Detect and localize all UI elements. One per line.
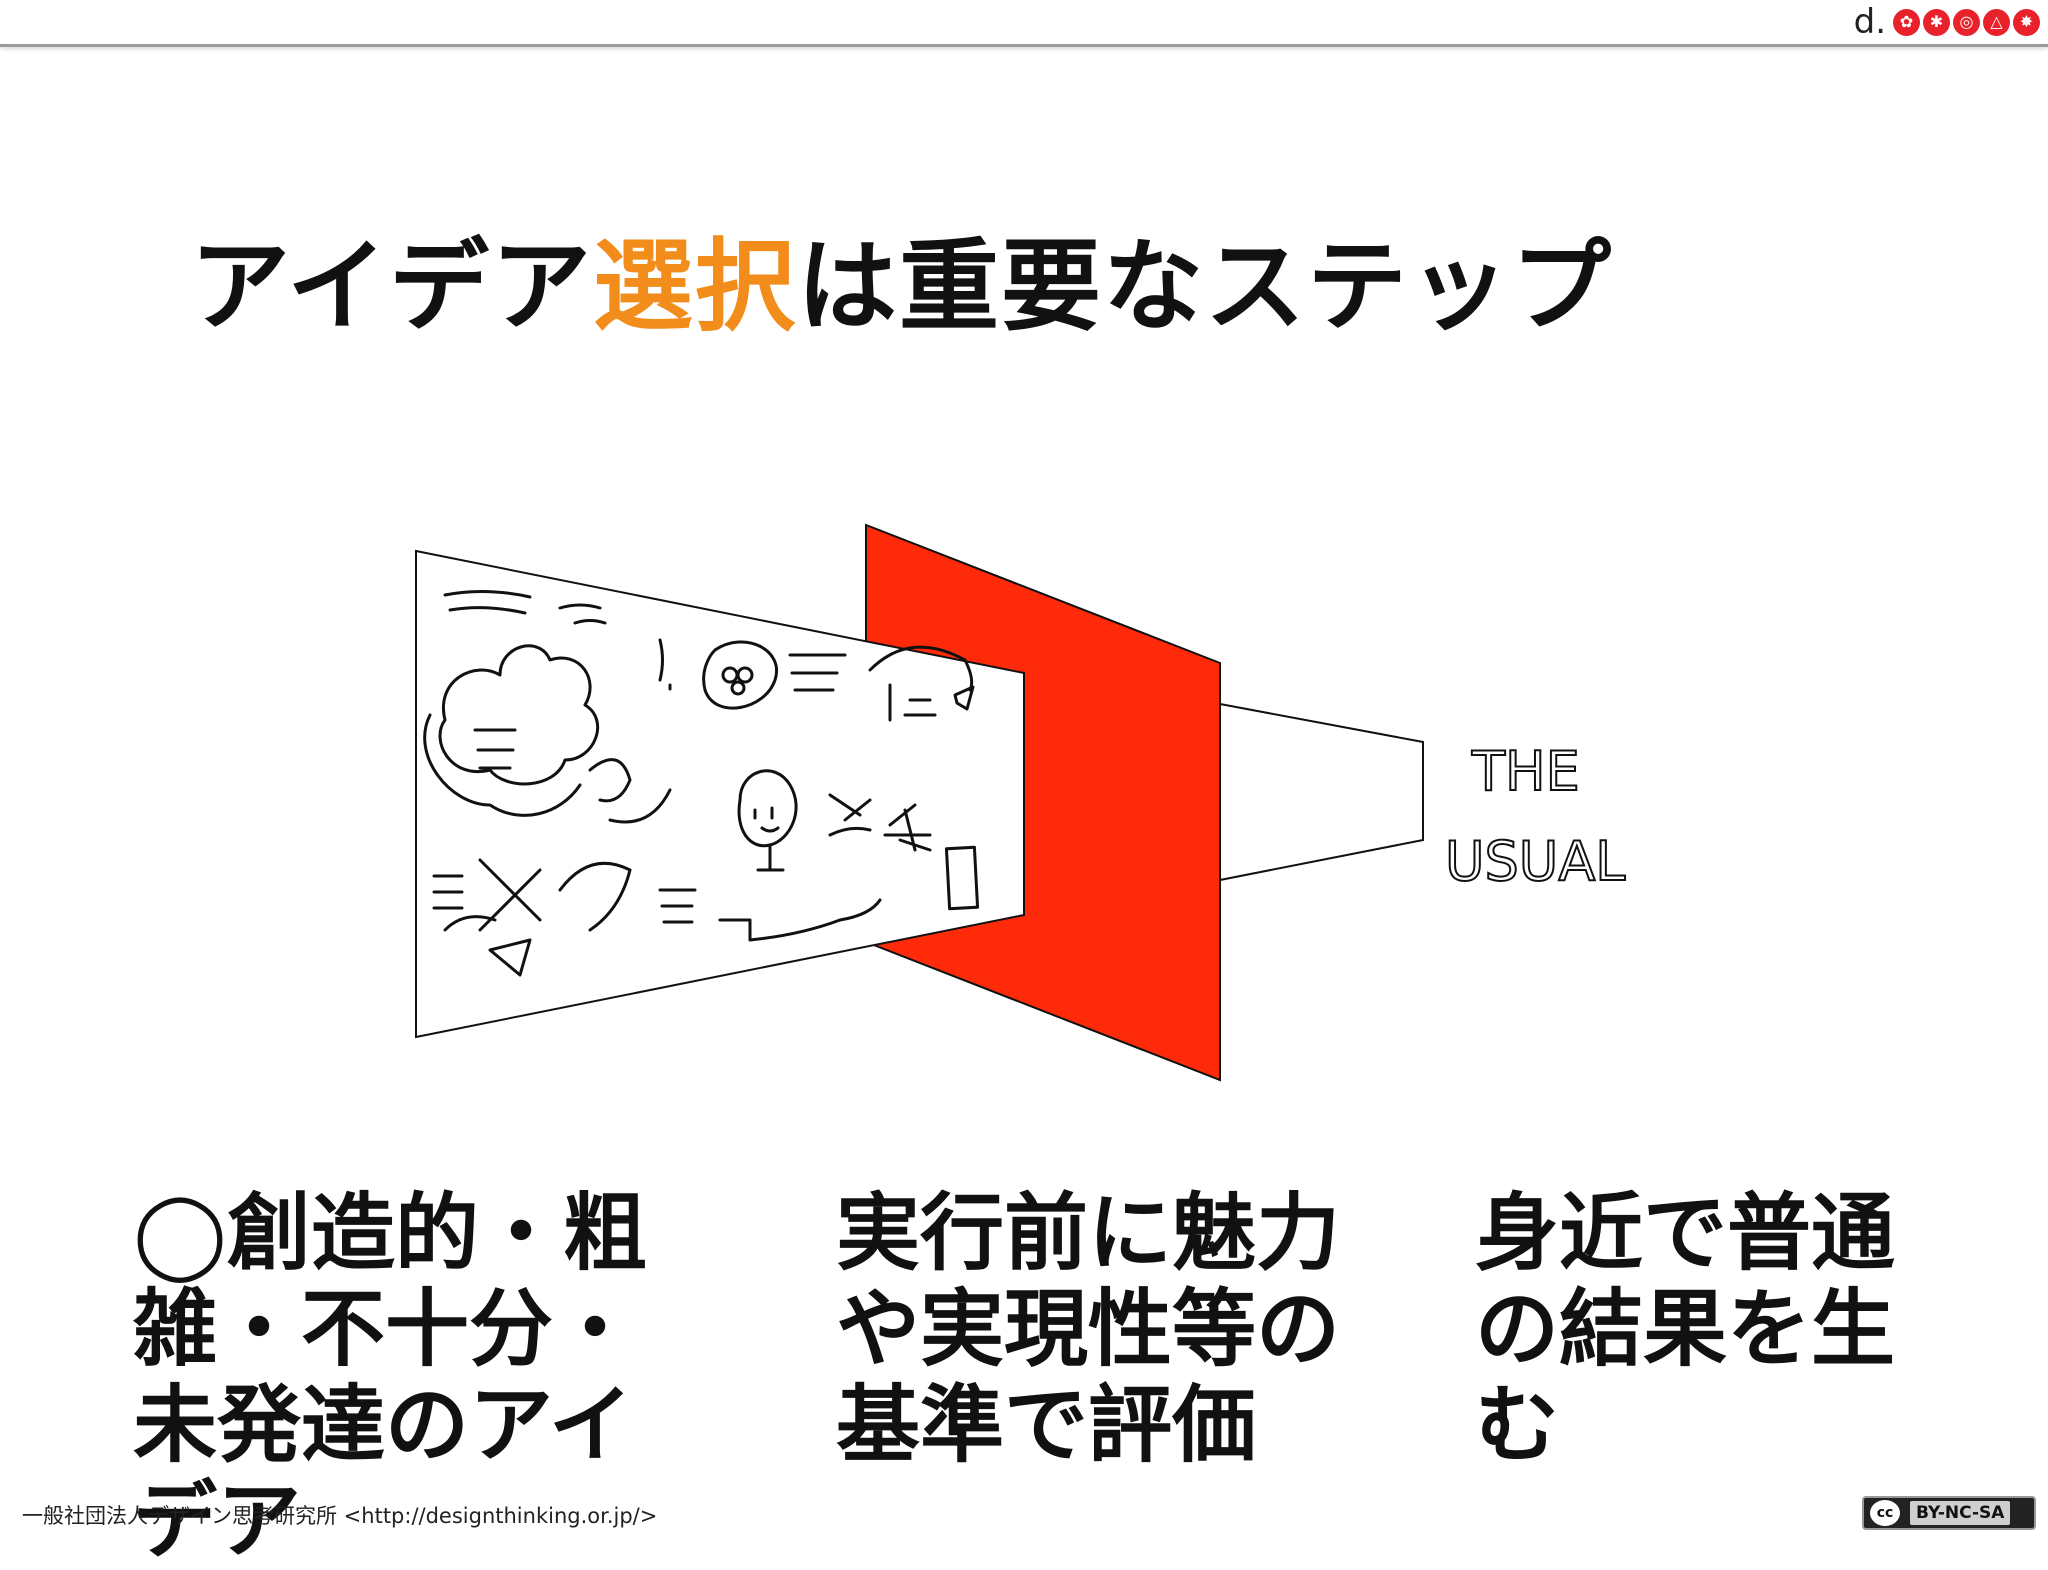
license-badge: cc BY-NC-SA [1862,1496,2036,1530]
target-icon: ◎ [1953,8,1980,36]
brand-letter: d. [1853,2,1886,42]
gear-icon: ✱ [1923,8,1950,36]
idea-selection-illustration: THE USUAL [415,523,1626,1082]
idea-sheet [415,549,1025,1039]
column-raw-ideas: ◯創造的・粗雑・不十分・未発達のアイデア [133,1184,648,1570]
title-part1: アイデア [190,228,593,345]
footer-credit: 一般社団法人デザイン思考研究所 <http://designthinking.o… [22,1504,658,1528]
output-screen [1219,702,1424,882]
idea-scribbles [423,589,980,977]
slide-title: アイデア選択は重要なステップ [190,205,1613,350]
column-usual-results: 身近で普通の結果を生む [1475,1184,1896,1474]
sketch-label-usual: USUAL [1445,830,1625,893]
title-accent: 選択 [593,228,797,345]
title-part2: は重要なステップ [797,228,1613,345]
license-text: BY-NC-SA [1910,1501,2011,1525]
sketch-label-the: THE [1471,740,1580,803]
burst-icon: ✸ [2013,8,2040,36]
triangle-icon: △ [1983,8,2010,36]
cc-icon: cc [1870,1500,1900,1526]
brand-logo: d. ✿ ✱ ◎ △ ✸ [1854,0,2040,44]
flower-icon: ✿ [1893,8,1920,36]
column-evaluate: 実行前に魅力や実現性等の基準で評価 [836,1184,1341,1474]
header-bar: d. ✿ ✱ ◎ △ ✸ [0,0,2048,47]
